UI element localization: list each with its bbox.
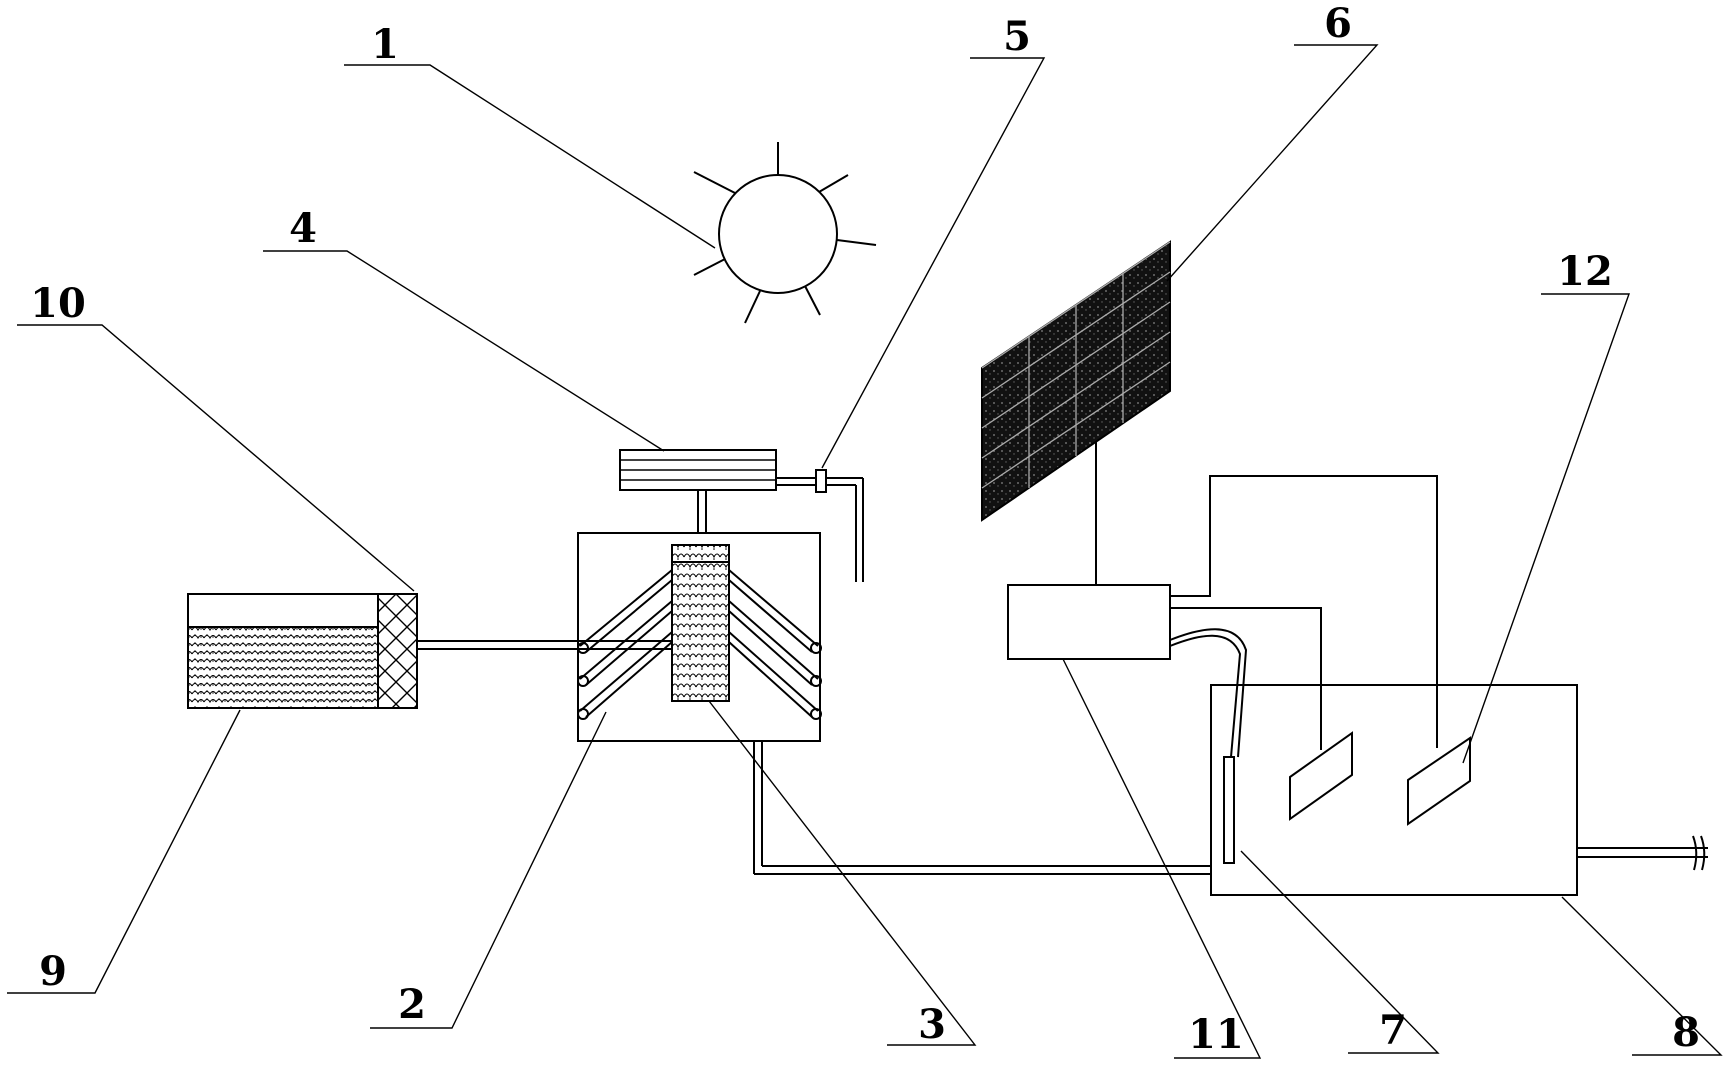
leader-lines: [7, 44, 1723, 1059]
solar-collector: [619, 449, 816, 533]
core-column: [671, 544, 730, 702]
valve: [815, 469, 864, 582]
label-5: 5: [1003, 13, 1031, 60]
solar-panel: [981, 240, 1171, 585]
inlet-pipe: [417, 640, 672, 650]
sun-icon: [693, 142, 877, 324]
wiring: [1169, 475, 1438, 758]
label-8: 8: [1672, 1009, 1700, 1056]
electrode-plate-b: [1407, 736, 1471, 826]
label-2: 2: [398, 981, 426, 1028]
controller-box: [1007, 584, 1171, 660]
label-4: 4: [289, 205, 317, 252]
label-10: 10: [30, 280, 86, 327]
label-1: 1: [371, 21, 399, 68]
reactor-box: [577, 532, 822, 742]
outlet-pipe: [753, 741, 1211, 875]
label-11: 11: [1188, 1011, 1244, 1058]
electrode-7: [1223, 756, 1235, 864]
electrode-plate-a: [1289, 731, 1353, 821]
label-3: 3: [918, 1001, 946, 1048]
basin: [1210, 684, 1578, 896]
filter-block: [377, 593, 418, 709]
label-7: 7: [1379, 1007, 1407, 1054]
water-tank: [187, 593, 379, 709]
label-9: 9: [39, 948, 67, 995]
label-6: 6: [1324, 0, 1352, 47]
drain-pipe: [1577, 835, 1708, 871]
label-12: 12: [1557, 248, 1613, 295]
